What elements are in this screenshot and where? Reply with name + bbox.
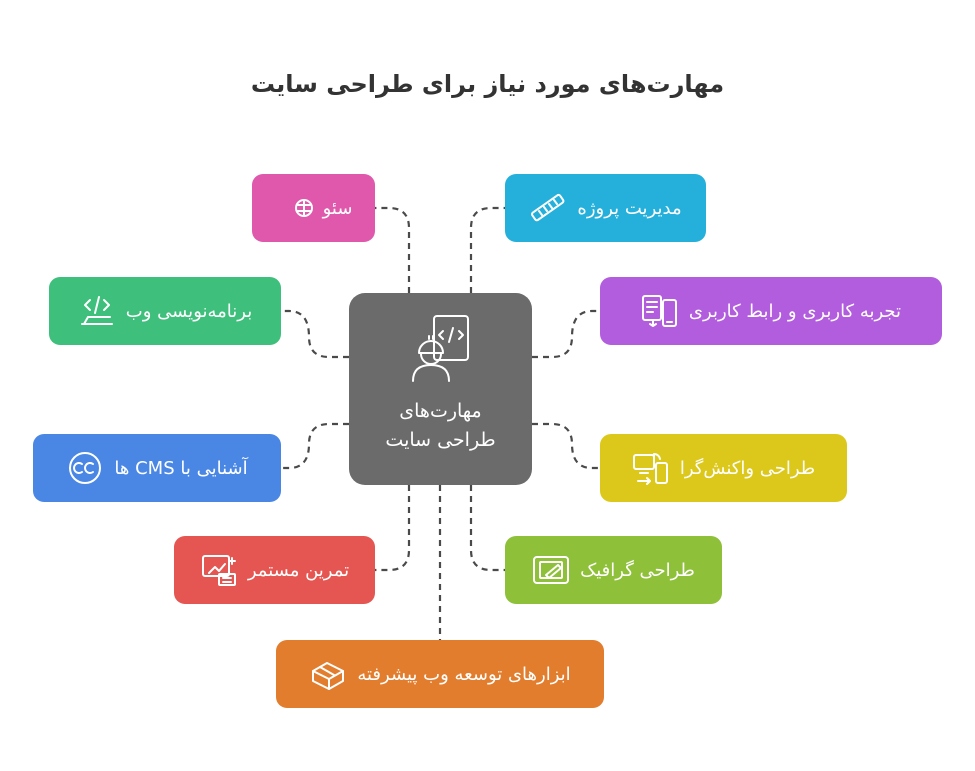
node-cms: آشنایی با CMS ها [33, 434, 281, 502]
node-advanced-dev-tools: ابزارهای توسعه وب پیشرفته [276, 640, 604, 708]
connector-seo [375, 206, 411, 293]
ruler-icon [529, 191, 567, 225]
toolbox-icon [309, 657, 347, 691]
ui-ux-devices-icon [641, 294, 679, 328]
practice-calculator-icon [200, 553, 238, 587]
node-graphic-design: طراحی گرافیک [505, 536, 722, 604]
code-icon [78, 294, 116, 328]
connector-responsive [532, 422, 600, 470]
web-developer-icon [410, 313, 472, 383]
node-web-programming-label: برنامه‌نویسی وب [125, 300, 253, 322]
node-responsive-design-label: طراحی واکنش‌گرا [679, 457, 816, 479]
node-ux-ui: تجربه کاربری و رابط کاربری [600, 277, 942, 345]
connector-graphic-design [469, 485, 505, 572]
node-seo: سئو SE [252, 174, 375, 242]
connector-cms [281, 422, 349, 470]
connector-practice [375, 485, 411, 572]
node-cms-label: آشنایی با CMS ها [114, 457, 248, 479]
graphic-tablet-icon [532, 553, 570, 587]
node-practice: تمرین مستمر [174, 536, 375, 604]
central-hub-line-1: مهارت‌های [399, 400, 482, 422]
central-hub-label: مهارت‌های طراحی سایت [357, 397, 524, 455]
node-web-programming: برنامه‌نویسی وب [49, 277, 281, 345]
node-seo-label: سئو [322, 197, 353, 219]
node-graphic-design-label: طراحی گرافیک [580, 559, 695, 581]
node-ux-ui-label: تجربه کاربری و رابط کاربری [688, 300, 902, 322]
node-project-management-label: مدیریت پروژه [577, 197, 682, 219]
responsive-devices-icon [632, 451, 670, 485]
central-hub-line-2: طراحی سایت [385, 429, 496, 451]
cc-icon [66, 451, 104, 485]
diagram-title: مهارت‌های مورد نیاز برای طراحی سایت [250, 70, 725, 98]
connector-project-management [469, 206, 505, 293]
connector-web-programming [281, 309, 349, 359]
node-project-management: مدیریت پروژه [505, 174, 706, 242]
seo-icon: SE [275, 191, 313, 225]
connector-ux-ui [532, 309, 600, 359]
node-responsive-design: طراحی واکنش‌گرا [600, 434, 847, 502]
node-practice-label: تمرین مستمر [247, 559, 350, 581]
central-hub: مهارت‌های طراحی سایت [349, 293, 532, 485]
node-advanced-dev-tools-label: ابزارهای توسعه وب پیشرفته [357, 663, 571, 685]
